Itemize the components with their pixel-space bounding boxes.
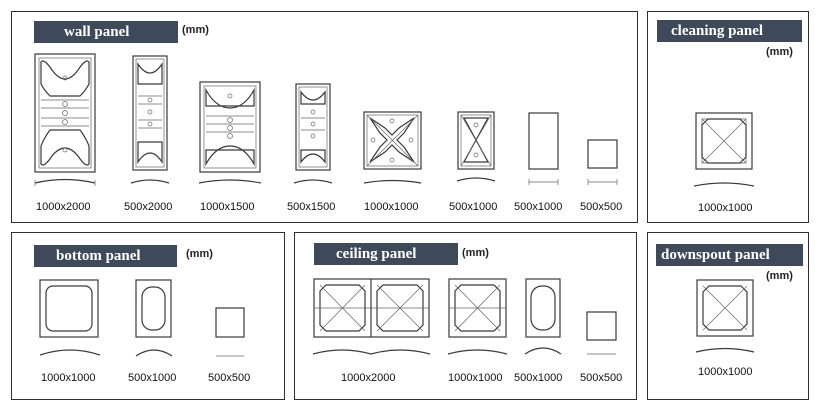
bottom-size-label: 500x1000: [128, 372, 177, 384]
wall-size-label: 500x2000: [124, 201, 173, 213]
cleaning-size-label: 1000x1000: [698, 202, 753, 214]
panel-500x500-bottom: [215, 307, 245, 357]
wall-size-label: 1000x1500: [200, 201, 255, 213]
wall-size-label: 1000x1000: [364, 201, 419, 213]
ceiling-panel-title: ceiling panel: [314, 243, 458, 265]
panel-1000x2000-ceiling: [312, 278, 431, 355]
bottom-size-label: 1000x1000: [41, 372, 96, 384]
panel-500x500-wall: [587, 139, 618, 185]
cleaning-panel-title: cleaning panel: [657, 20, 802, 42]
panel-1000x1000-ceiling: [447, 278, 508, 355]
panel-500x1000-ceiling: [524, 278, 562, 355]
panel-500x1500: [293, 83, 333, 184]
panel-1000x1000-wall: [363, 111, 422, 184]
ceiling-panel-unit: (mm): [462, 247, 489, 259]
wall-size-label: 500x500: [580, 201, 623, 213]
ceiling-size-label: 1000x2000: [341, 372, 396, 384]
panel-500x1000-wall-b: [528, 112, 559, 185]
panel-500x1000-bottom: [135, 279, 173, 357]
downspout-panel-title: downspout panel: [656, 244, 803, 266]
panel-1000x1500: [198, 81, 262, 184]
cleaning-panel-unit: (mm): [766, 46, 793, 58]
downspout-size-label: 1000x1000: [698, 366, 753, 378]
panel-500x1000-wall-a: [456, 111, 496, 182]
bottom-size-label: 500x500: [208, 372, 251, 384]
bottom-panel-unit: (mm): [186, 248, 213, 260]
panel-1000x1000-bottom: [39, 279, 101, 356]
wall-panel-unit: (mm): [182, 24, 209, 36]
ceiling-size-label: 500x1000: [514, 372, 563, 384]
downspout-panel-unit: (mm): [766, 270, 793, 282]
panel-500x2000: [130, 55, 170, 184]
panel-500x500-ceiling: [586, 311, 617, 355]
wall-size-label: 500x1000: [449, 201, 498, 213]
panel-1000x2000: [34, 53, 96, 186]
wall-size-label: 500x1500: [287, 201, 336, 213]
bottom-panel-title: bottom panel: [34, 245, 177, 267]
panel-1000x1000-cleaning: [693, 112, 755, 187]
wall-size-label: 1000x2000: [36, 201, 91, 213]
ceiling-size-label: 500x500: [580, 372, 623, 384]
panel-1000x1000-downspout: [695, 279, 755, 353]
cleaning-panel-section: [647, 11, 809, 223]
ceiling-size-label: 1000x1000: [448, 372, 503, 384]
wall-panel-section: [11, 11, 638, 223]
wall-size-label: 500x1000: [514, 201, 563, 213]
wall-panel-title: wall panel: [34, 21, 178, 43]
